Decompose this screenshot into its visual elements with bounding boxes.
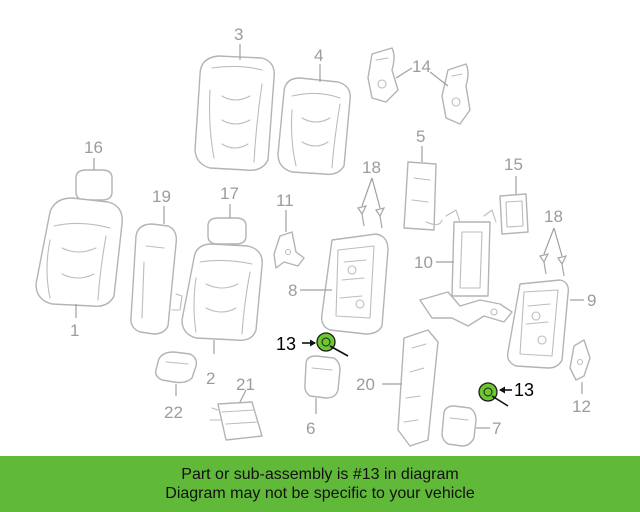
part-21-panel[interactable]	[209, 401, 263, 441]
part-18-bolts[interactable]	[357, 205, 386, 229]
callout-5: 5	[416, 127, 425, 146]
part-11-bracket[interactable]	[273, 231, 305, 269]
callout-17: 17	[220, 184, 239, 203]
callout-13-right: 13	[514, 380, 534, 400]
part-13-highlighted-left[interactable]	[316, 332, 349, 357]
callout-2: 2	[206, 369, 215, 388]
callout-18a: 18	[362, 158, 381, 177]
callout-21: 21	[236, 375, 255, 394]
callout-3: 3	[234, 25, 243, 44]
callout-15: 15	[504, 155, 523, 174]
part-4-seatback-cover[interactable]	[277, 77, 351, 176]
callout-20: 20	[356, 375, 375, 394]
callout-16: 16	[84, 138, 103, 157]
part-19-bolster[interactable]	[130, 223, 183, 335]
part-9-seatback-frame[interactable]	[506, 279, 570, 369]
part-15-trim-plate[interactable]	[499, 193, 529, 235]
callout-4: 4	[314, 46, 323, 65]
part-13-highlighted-right[interactable]	[478, 382, 509, 407]
part-20-side-panel[interactable]	[397, 329, 439, 447]
part-6-side-shield[interactable]	[304, 355, 341, 399]
callout-8: 8	[288, 281, 297, 300]
callout-11: 11	[276, 191, 294, 210]
callout-18b: 18	[544, 207, 563, 226]
part-22-latch[interactable]	[154, 351, 198, 384]
banner-line-disclaimer: Diagram may not be specific to your vehi…	[165, 485, 475, 502]
part-12-hinge[interactable]	[569, 339, 591, 381]
callout-14: 14	[412, 57, 431, 76]
callout-13-left: 13	[276, 334, 296, 354]
callout-6: 6	[306, 419, 315, 438]
info-banner: Part or sub-assembly is #13 in diagram D…	[0, 456, 640, 512]
parts-diagram: 3 4 14 16 1	[35, 25, 596, 447]
callout-1: 1	[70, 321, 79, 340]
part-8-seatback-frame[interactable]	[320, 233, 389, 335]
callout-9: 9	[587, 291, 596, 310]
part-10-frame[interactable]	[419, 209, 513, 327]
part-5-back-panel[interactable]	[403, 161, 443, 231]
part-7-trim[interactable]	[441, 405, 477, 447]
part-3-seatback-cover[interactable]	[194, 55, 275, 171]
callout-7: 7	[492, 419, 501, 438]
callout-10: 10	[414, 253, 433, 272]
part-1-seatback-cover[interactable]	[35, 197, 123, 307]
banner-line-part: Part or sub-assembly is #13 in diagram	[181, 466, 459, 483]
callout-19: 19	[152, 187, 171, 206]
part-14-headrest-guide[interactable]	[367, 47, 471, 125]
part-18-bolts-right[interactable]	[539, 253, 568, 277]
callout-22: 22	[164, 403, 183, 422]
callout-12: 12	[572, 397, 591, 416]
part-2-seatback-cover[interactable]	[181, 243, 263, 341]
